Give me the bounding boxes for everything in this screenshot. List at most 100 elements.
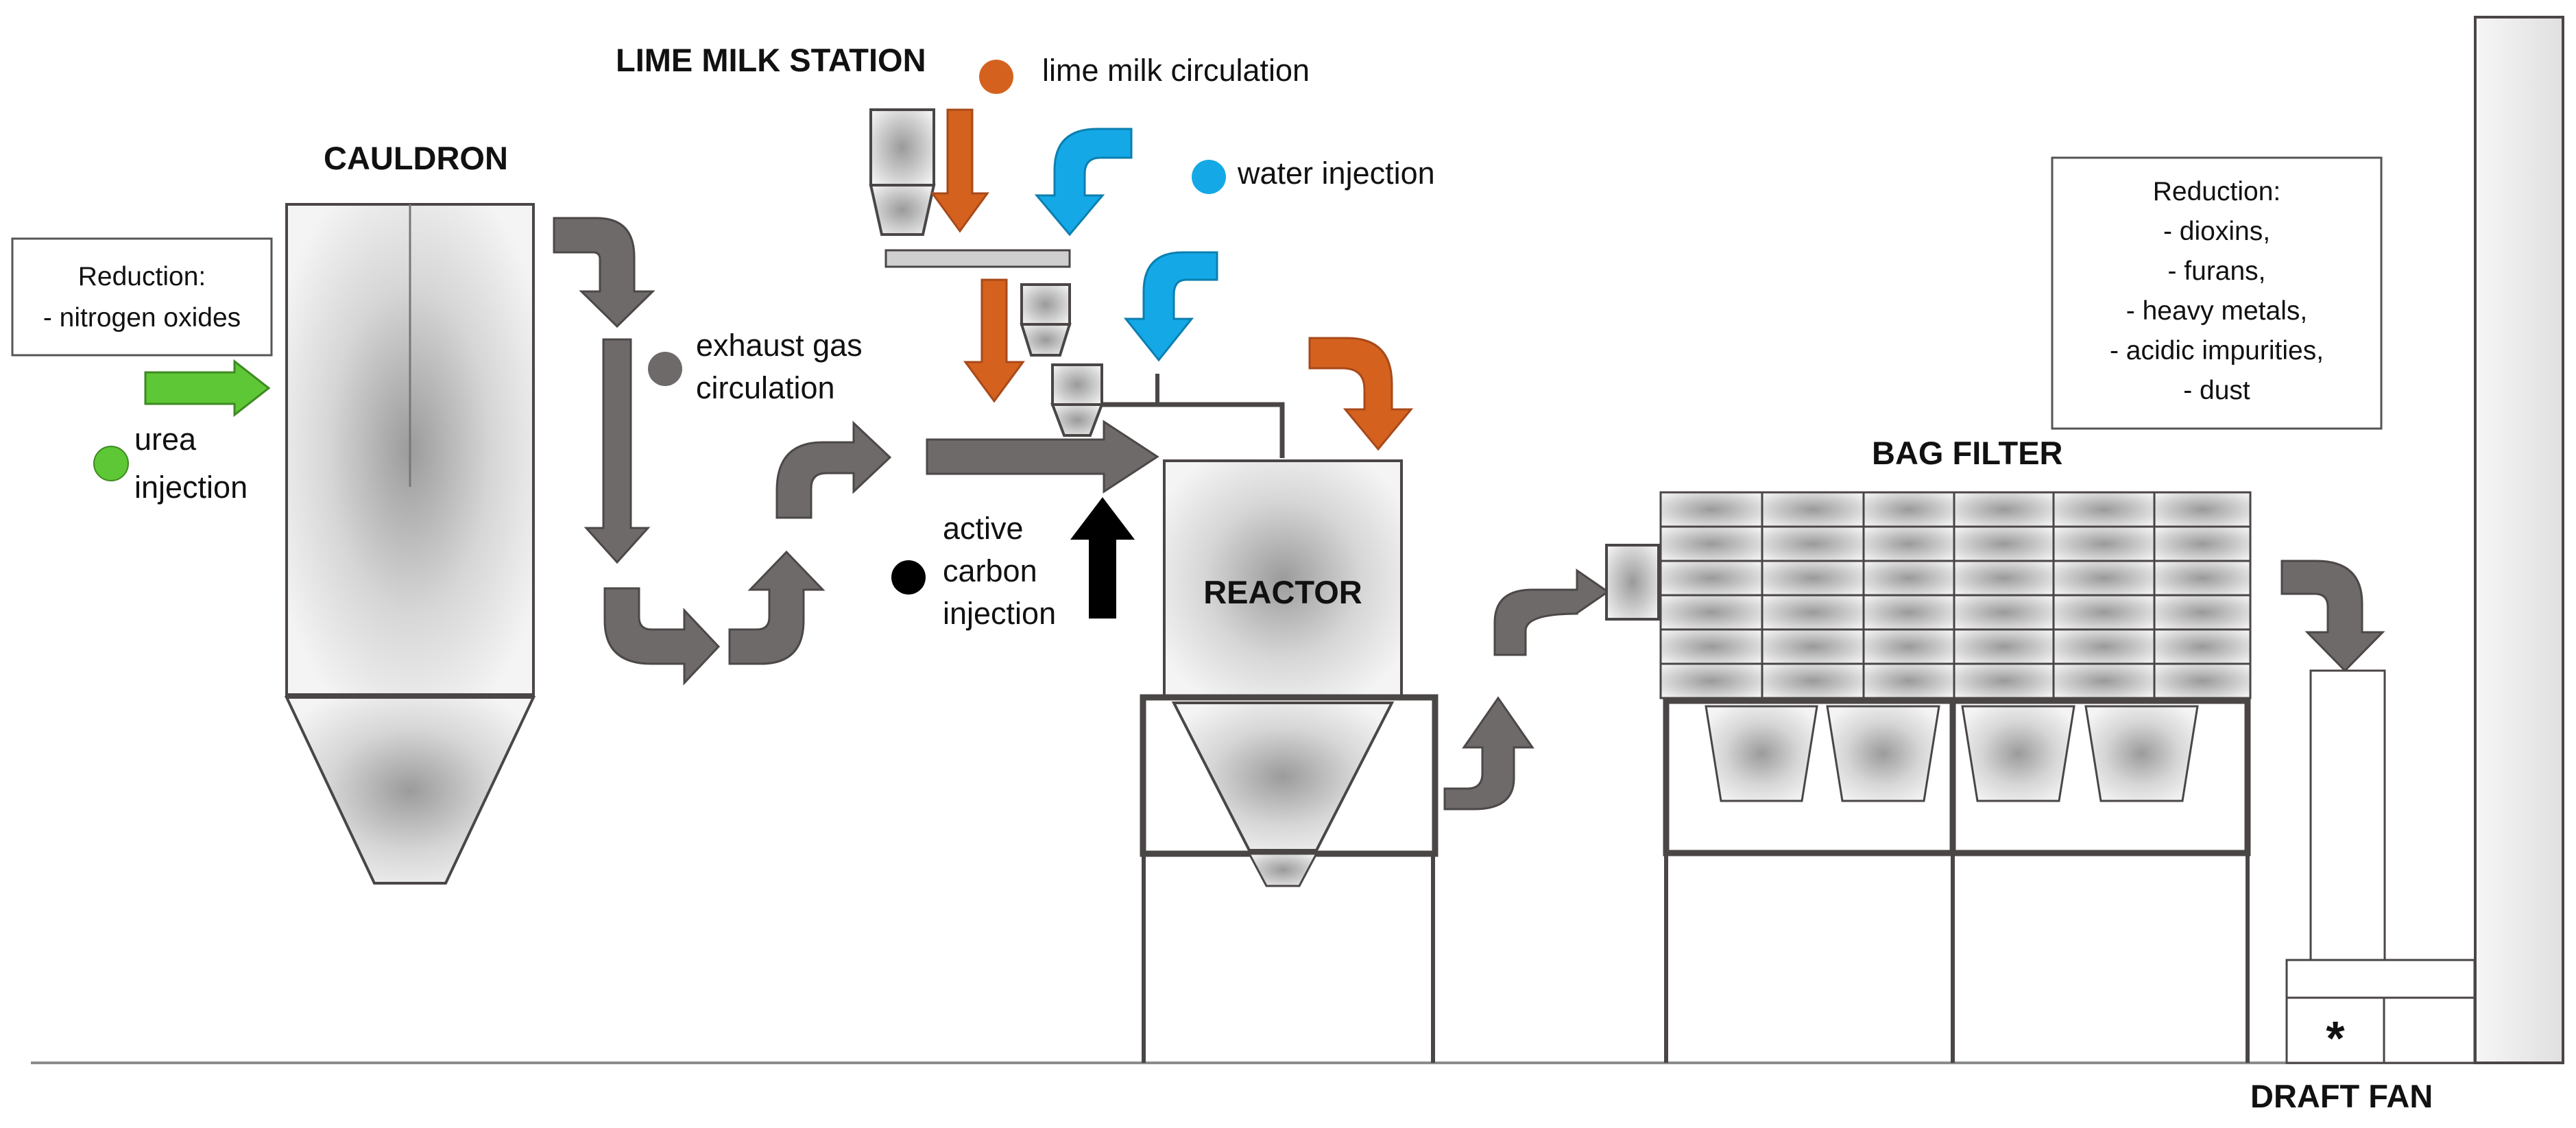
filter-bag-cell xyxy=(1659,594,1764,631)
nox-reduction-note: Reduction: - nitrogen oxides xyxy=(11,237,273,357)
urea-injection: urea injection xyxy=(93,359,271,505)
bag-reduction-note: Reduction: - dioxins, - furans, - heavy … xyxy=(2051,156,2383,430)
fan-symbol: * xyxy=(2326,1011,2345,1065)
bag-note-line-4: - heavy metals, xyxy=(2126,296,2307,326)
filter-bag-cell xyxy=(1761,525,1865,562)
filter-bag-cell xyxy=(1862,491,1955,528)
urea-dot xyxy=(93,446,129,481)
bag-hopper-4 xyxy=(2084,705,2199,802)
filter-bag-cell xyxy=(1862,628,1955,665)
carbon-label-line-2: carbon xyxy=(943,553,1037,588)
water-dot xyxy=(1192,160,1226,194)
filter-bag-cell xyxy=(2052,594,2156,631)
lime-milk-station-label: LIME MILK STATION xyxy=(616,42,926,78)
filter-bag-cell xyxy=(1953,525,2055,562)
reactor: REACTOR xyxy=(1140,459,1439,1063)
lime-milk-station: LIME MILK STATION xyxy=(616,42,1285,458)
exhaust-gas-flow xyxy=(553,217,2385,811)
lime-mixing-tray xyxy=(884,249,1071,268)
filter-bag-cell xyxy=(2052,525,2156,562)
filter-bag-cell xyxy=(1953,491,2055,528)
reactor-hopper xyxy=(1171,701,1395,852)
cauldron: CAULDRON xyxy=(284,140,536,885)
bag-filter-label: BAG FILTER xyxy=(1872,435,2063,471)
water-label: water injection xyxy=(1237,156,1435,191)
filter-bag-cell xyxy=(2153,560,2252,597)
filter-bag-cell xyxy=(2153,525,2252,562)
fan-duct xyxy=(2309,669,2386,961)
filter-bag-cell xyxy=(1761,491,1865,528)
gas-arrow-2 xyxy=(583,338,651,564)
filter-bag-cell xyxy=(1761,560,1865,597)
bag-note-line-1: Reduction: xyxy=(2153,177,2280,206)
filter-bag-cell xyxy=(1761,662,1865,699)
filter-bag-cell xyxy=(1761,594,1865,631)
lime-milk-flow xyxy=(930,108,1414,451)
filter-bag-cell xyxy=(1659,628,1764,665)
water-arrow-2 xyxy=(1123,251,1218,362)
exhaust-label-line-2: circulation xyxy=(696,370,835,405)
filter-bag-cell xyxy=(2153,594,2252,631)
lime-arrow-2 xyxy=(963,278,1025,403)
injection-nozzle-body xyxy=(1051,363,1103,406)
gas-arrow-1 xyxy=(553,217,655,328)
lime-milk-legend: lime milk circulation xyxy=(979,53,1310,94)
bag-filter: BAG FILTER xyxy=(1605,435,2252,1063)
fan-base-upper xyxy=(2285,959,2476,999)
urea-label-line-2: injection xyxy=(134,470,248,505)
gas-arrow-6 xyxy=(926,420,1159,494)
filter-bag-cell xyxy=(2153,628,2252,665)
gas-arrow-7 xyxy=(1443,696,1534,811)
carbon-label-line-1: active xyxy=(943,511,1024,546)
carbon-label-line-3: injection xyxy=(943,596,1056,631)
exhaust-label-line-1: exhaust gas xyxy=(696,328,863,363)
nox-note-line-1: Reduction: xyxy=(78,262,206,291)
filter-bag-cell xyxy=(2153,662,2252,699)
cauldron-hopper xyxy=(284,696,536,885)
bag-hopper-3 xyxy=(1961,705,2075,802)
lime-silo-hopper xyxy=(869,184,936,236)
bag-note-line-5: - acidic impurities, xyxy=(2110,336,2324,365)
filter-bag-cell xyxy=(1862,560,1955,597)
fan-housing xyxy=(2285,996,2385,1064)
bag-hopper-1 xyxy=(1705,705,1818,802)
fan-base-right xyxy=(2383,996,2476,1064)
bag-hopper-2 xyxy=(1826,705,1940,802)
urea-arrow xyxy=(144,359,271,418)
bag-note-line-6: - dust xyxy=(2183,376,2250,405)
water-arrow-1 xyxy=(1034,128,1133,237)
lime-dosing-hopper xyxy=(1020,323,1072,357)
filter-bag-cell xyxy=(1953,628,2055,665)
reactor-label: REACTOR xyxy=(1203,574,1362,610)
filter-bag-cell xyxy=(2052,491,2156,528)
lime-silo xyxy=(869,108,935,187)
filter-bag-cell xyxy=(1659,491,1764,528)
filter-bag-grid xyxy=(1659,491,2252,699)
filter-bag-cell xyxy=(1953,662,2055,699)
lime-milk-label: lime milk circulation xyxy=(1042,53,1310,88)
draft-fan: * DRAFT FAN xyxy=(2250,669,2476,1114)
reactor-outlet xyxy=(1247,852,1319,887)
filter-bag-cell xyxy=(2052,560,2156,597)
cauldron-label: CAULDRON xyxy=(324,140,508,176)
filter-bag-cell xyxy=(1862,525,1955,562)
exhaust-dot xyxy=(648,352,682,386)
gas-arrow-4 xyxy=(728,550,826,665)
lime-milk-dot xyxy=(979,60,1013,94)
water-legend: water injection xyxy=(1192,156,1435,194)
carbon-arrow xyxy=(1070,497,1135,619)
nox-note-line-2: - nitrogen oxides xyxy=(43,303,241,333)
bag-note-line-3: - furans, xyxy=(2167,256,2265,286)
filter-bag-cell xyxy=(1659,662,1764,699)
filter-bag-cell xyxy=(2153,491,2252,528)
chimney-stack xyxy=(2474,16,2564,1064)
carbon-dot xyxy=(891,560,926,595)
filter-bag-cell xyxy=(1953,594,2055,631)
lime-dosing-tank xyxy=(1020,283,1071,326)
injection-nozzle-hopper xyxy=(1050,403,1104,437)
filter-bag-cell xyxy=(1761,628,1865,665)
gas-arrow-9 xyxy=(2280,560,2385,673)
filter-bag-cell xyxy=(2052,662,2156,699)
